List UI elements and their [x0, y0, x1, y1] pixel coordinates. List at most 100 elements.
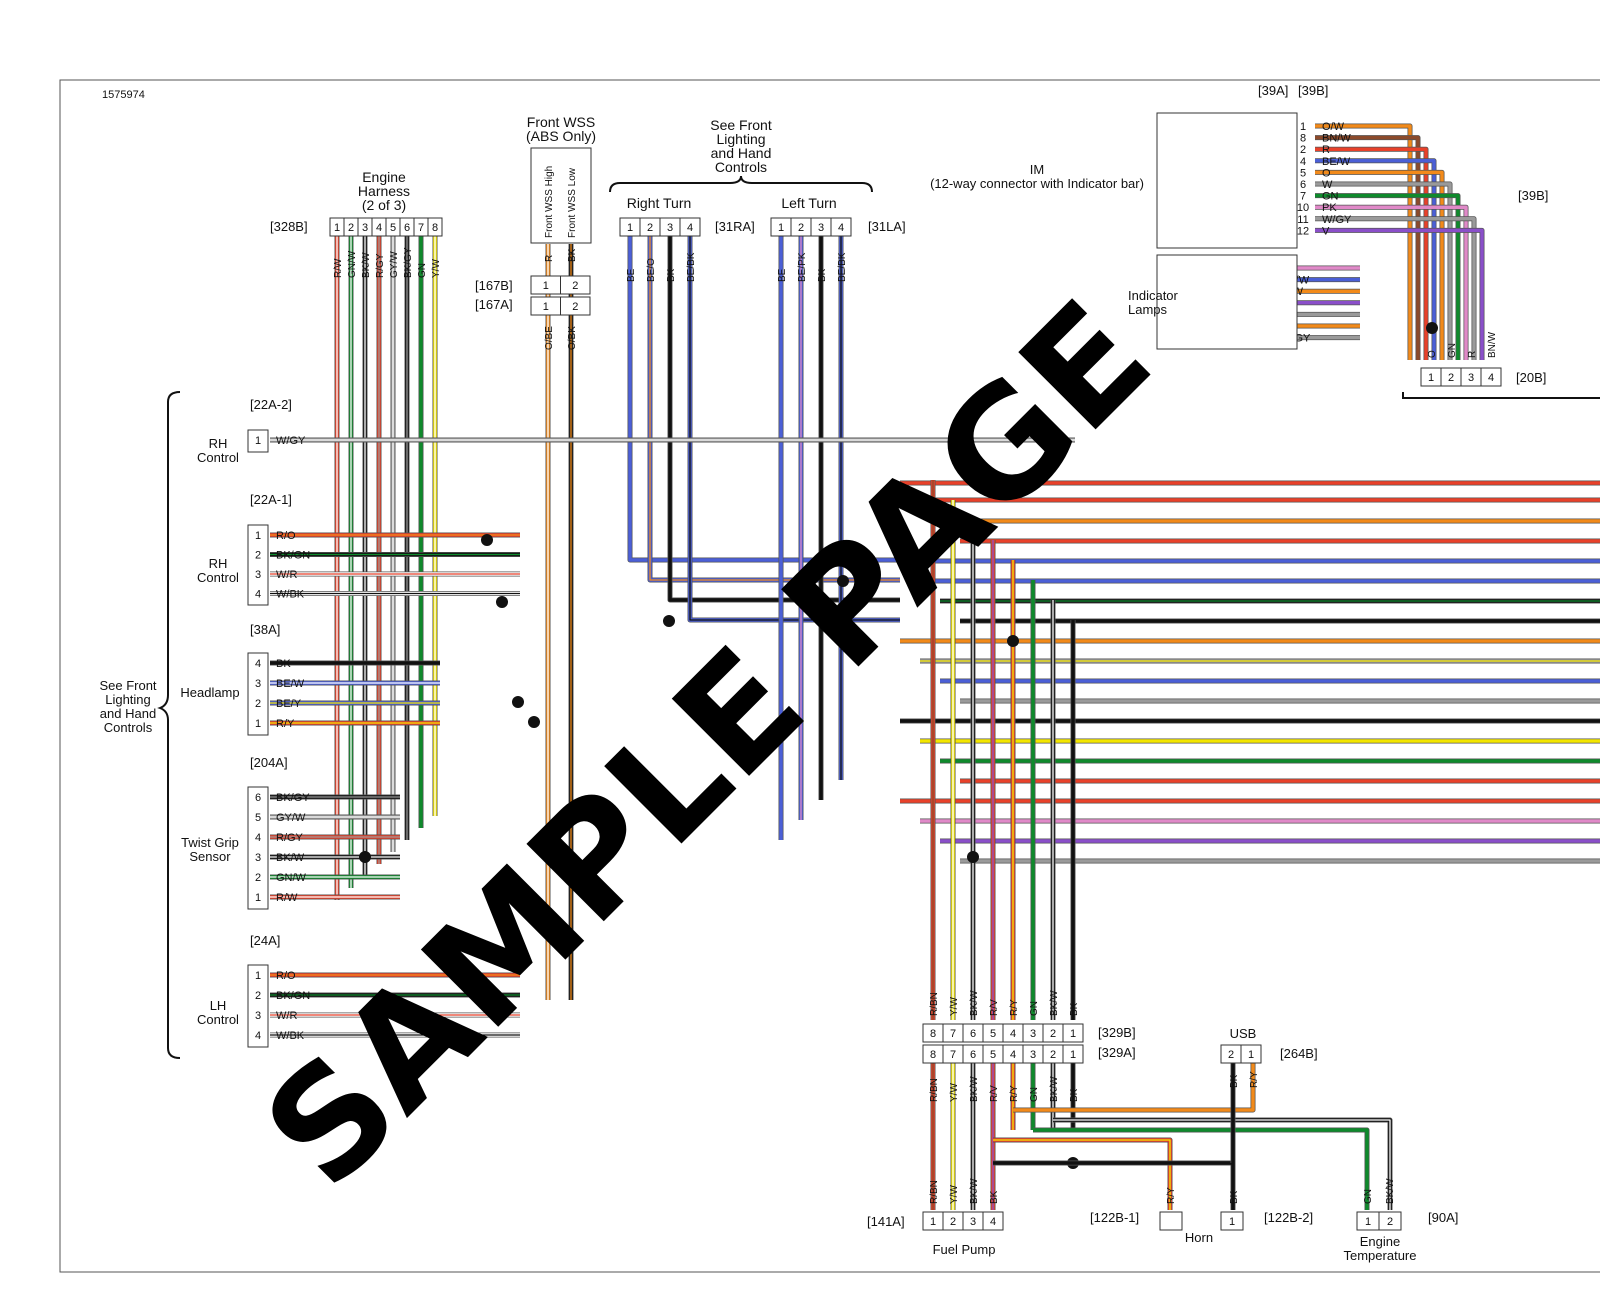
horn-wire	[1073, 1160, 1236, 1210]
right-turn-wire	[689, 236, 900, 621]
im-wire	[1315, 159, 1436, 360]
pin-number: 7	[1300, 191, 1306, 203]
wire-label: W/GY	[276, 435, 306, 447]
pin-number: 7	[950, 1028, 956, 1040]
wire-label: BK/W	[361, 252, 372, 278]
splice-dot	[1426, 322, 1438, 334]
pin-number: 2	[348, 222, 354, 234]
wire-label: R	[544, 255, 555, 262]
svg-text:Front WSS High: Front WSS High	[544, 166, 555, 238]
svg-text:See Front: See Front	[710, 117, 772, 133]
pin-number: 6	[970, 1049, 976, 1061]
pin-number: 1	[255, 970, 261, 982]
wire-label: BK	[817, 268, 828, 282]
wire-label: R/BN	[929, 992, 940, 1016]
splice-dot	[1007, 635, 1019, 647]
wire-label: BK/GY	[403, 247, 414, 278]
wire-label: W/R	[276, 569, 297, 581]
pin-number: 8	[1300, 133, 1306, 145]
svg-text:(12-way connector with Indicat: (12-way connector with Indicator bar)	[930, 176, 1144, 191]
pin-number: 1	[543, 301, 549, 313]
svg-text:Front WSS: Front WSS	[527, 114, 595, 130]
im-module: IM (12-way connector with Indicator bar)…	[930, 83, 1548, 385]
im-wire	[1315, 170, 1444, 360]
pin-number: 5	[1300, 167, 1306, 179]
pin-number: 2	[1448, 372, 1454, 384]
svg-text:Lighting: Lighting	[716, 131, 765, 147]
pin-number: 4	[376, 222, 382, 234]
svg-text:RH: RH	[209, 436, 228, 451]
wire-label: R/Y	[1249, 1071, 1260, 1088]
wire-label: O/BE	[544, 326, 555, 350]
pin-number: 8	[930, 1049, 936, 1061]
pin-number: 1	[255, 892, 261, 904]
pin-number: 2	[1300, 144, 1306, 156]
wire-label: GN	[1322, 191, 1339, 203]
right-turn-wire	[649, 236, 900, 581]
pin-number: 1	[255, 530, 261, 542]
im-wire	[1315, 193, 1460, 360]
pin-number: 5	[390, 222, 396, 234]
pin-number: 3	[255, 569, 261, 581]
svg-text:[122B-1]: [122B-1]	[1090, 1210, 1139, 1225]
wire-label: GN	[1447, 343, 1458, 358]
pin-number: 3	[818, 222, 824, 234]
pin-number: 11	[1297, 214, 1308, 226]
wire-label: O/W	[1322, 121, 1345, 133]
wire-label: O/BK	[567, 326, 578, 350]
horn-connector-1	[1159, 1211, 1183, 1231]
svg-text:[329B]: [329B]	[1098, 1025, 1136, 1040]
svg-text:Engine: Engine	[1360, 1234, 1400, 1249]
pin-number: 2	[950, 1216, 956, 1228]
pin-number: 1	[1070, 1028, 1076, 1040]
engine-harness-title: Engine Harness (2 of 3) [328B]	[270, 169, 410, 234]
svg-text:Lamps: Lamps	[1128, 302, 1168, 317]
rh-control-a1-connector	[247, 524, 269, 606]
im-wire	[1315, 147, 1428, 360]
svg-text:Left Turn: Left Turn	[781, 195, 836, 211]
wire-label: GY/W	[276, 812, 306, 824]
temp-wire	[1033, 1128, 1369, 1210]
wire-label: O	[1427, 350, 1438, 358]
wire-label: W/R	[276, 1010, 297, 1022]
bracket-line	[1402, 392, 1600, 399]
wire-label: BE	[626, 268, 637, 282]
svg-text:Harness: Harness	[358, 183, 410, 199]
pin-number: 7	[418, 222, 424, 234]
wire-label: V	[1322, 225, 1330, 237]
pin-number: 1	[1229, 1216, 1235, 1228]
pin-number: 3	[970, 1216, 976, 1228]
splice-dot	[496, 596, 508, 608]
svg-text:See Front: See Front	[99, 678, 156, 693]
svg-text:[204A]: [204A]	[250, 755, 288, 770]
pin-number: 1	[334, 222, 340, 234]
wire-label: BN/W	[1322, 133, 1351, 145]
wire-label: R/BN	[929, 1078, 940, 1102]
wire-label: R	[1322, 144, 1330, 156]
front-wss-title: Front WSS (ABS Only) Front WSS High Fron…	[475, 114, 596, 312]
wire-label: BN/W	[1487, 331, 1498, 358]
wire-label: R/GY	[375, 253, 386, 278]
pin-number: 4	[1300, 156, 1306, 168]
pin-number: 2	[572, 301, 578, 313]
wire-label: R/V	[989, 1085, 1000, 1102]
usb-wire	[1013, 1062, 1255, 1112]
pin-number: 3	[255, 852, 261, 864]
left-component-labels: See Front Lighting and Hand Controls [22…	[99, 391, 292, 1059]
wire-label: GN/W	[347, 250, 358, 278]
wire-label: R/Y	[1009, 1085, 1020, 1102]
im-wire	[1315, 205, 1468, 360]
pin-number: 2	[1050, 1028, 1056, 1040]
pin-number: 2	[572, 280, 578, 292]
wire-label: W/BK	[276, 1030, 305, 1042]
wire-label: R/W	[333, 258, 344, 278]
pin-number: 6	[970, 1028, 976, 1040]
wire-label: R	[1467, 351, 1478, 358]
splice-dot	[481, 534, 493, 546]
svg-text:[141A]: [141A]	[867, 1214, 905, 1229]
pin-number: 6	[1300, 179, 1306, 191]
svg-text:[39A]: [39A]	[1258, 83, 1288, 98]
pin-number: 1	[543, 280, 549, 292]
splice-dot	[528, 716, 540, 728]
temp-wire	[1053, 1119, 1391, 1210]
